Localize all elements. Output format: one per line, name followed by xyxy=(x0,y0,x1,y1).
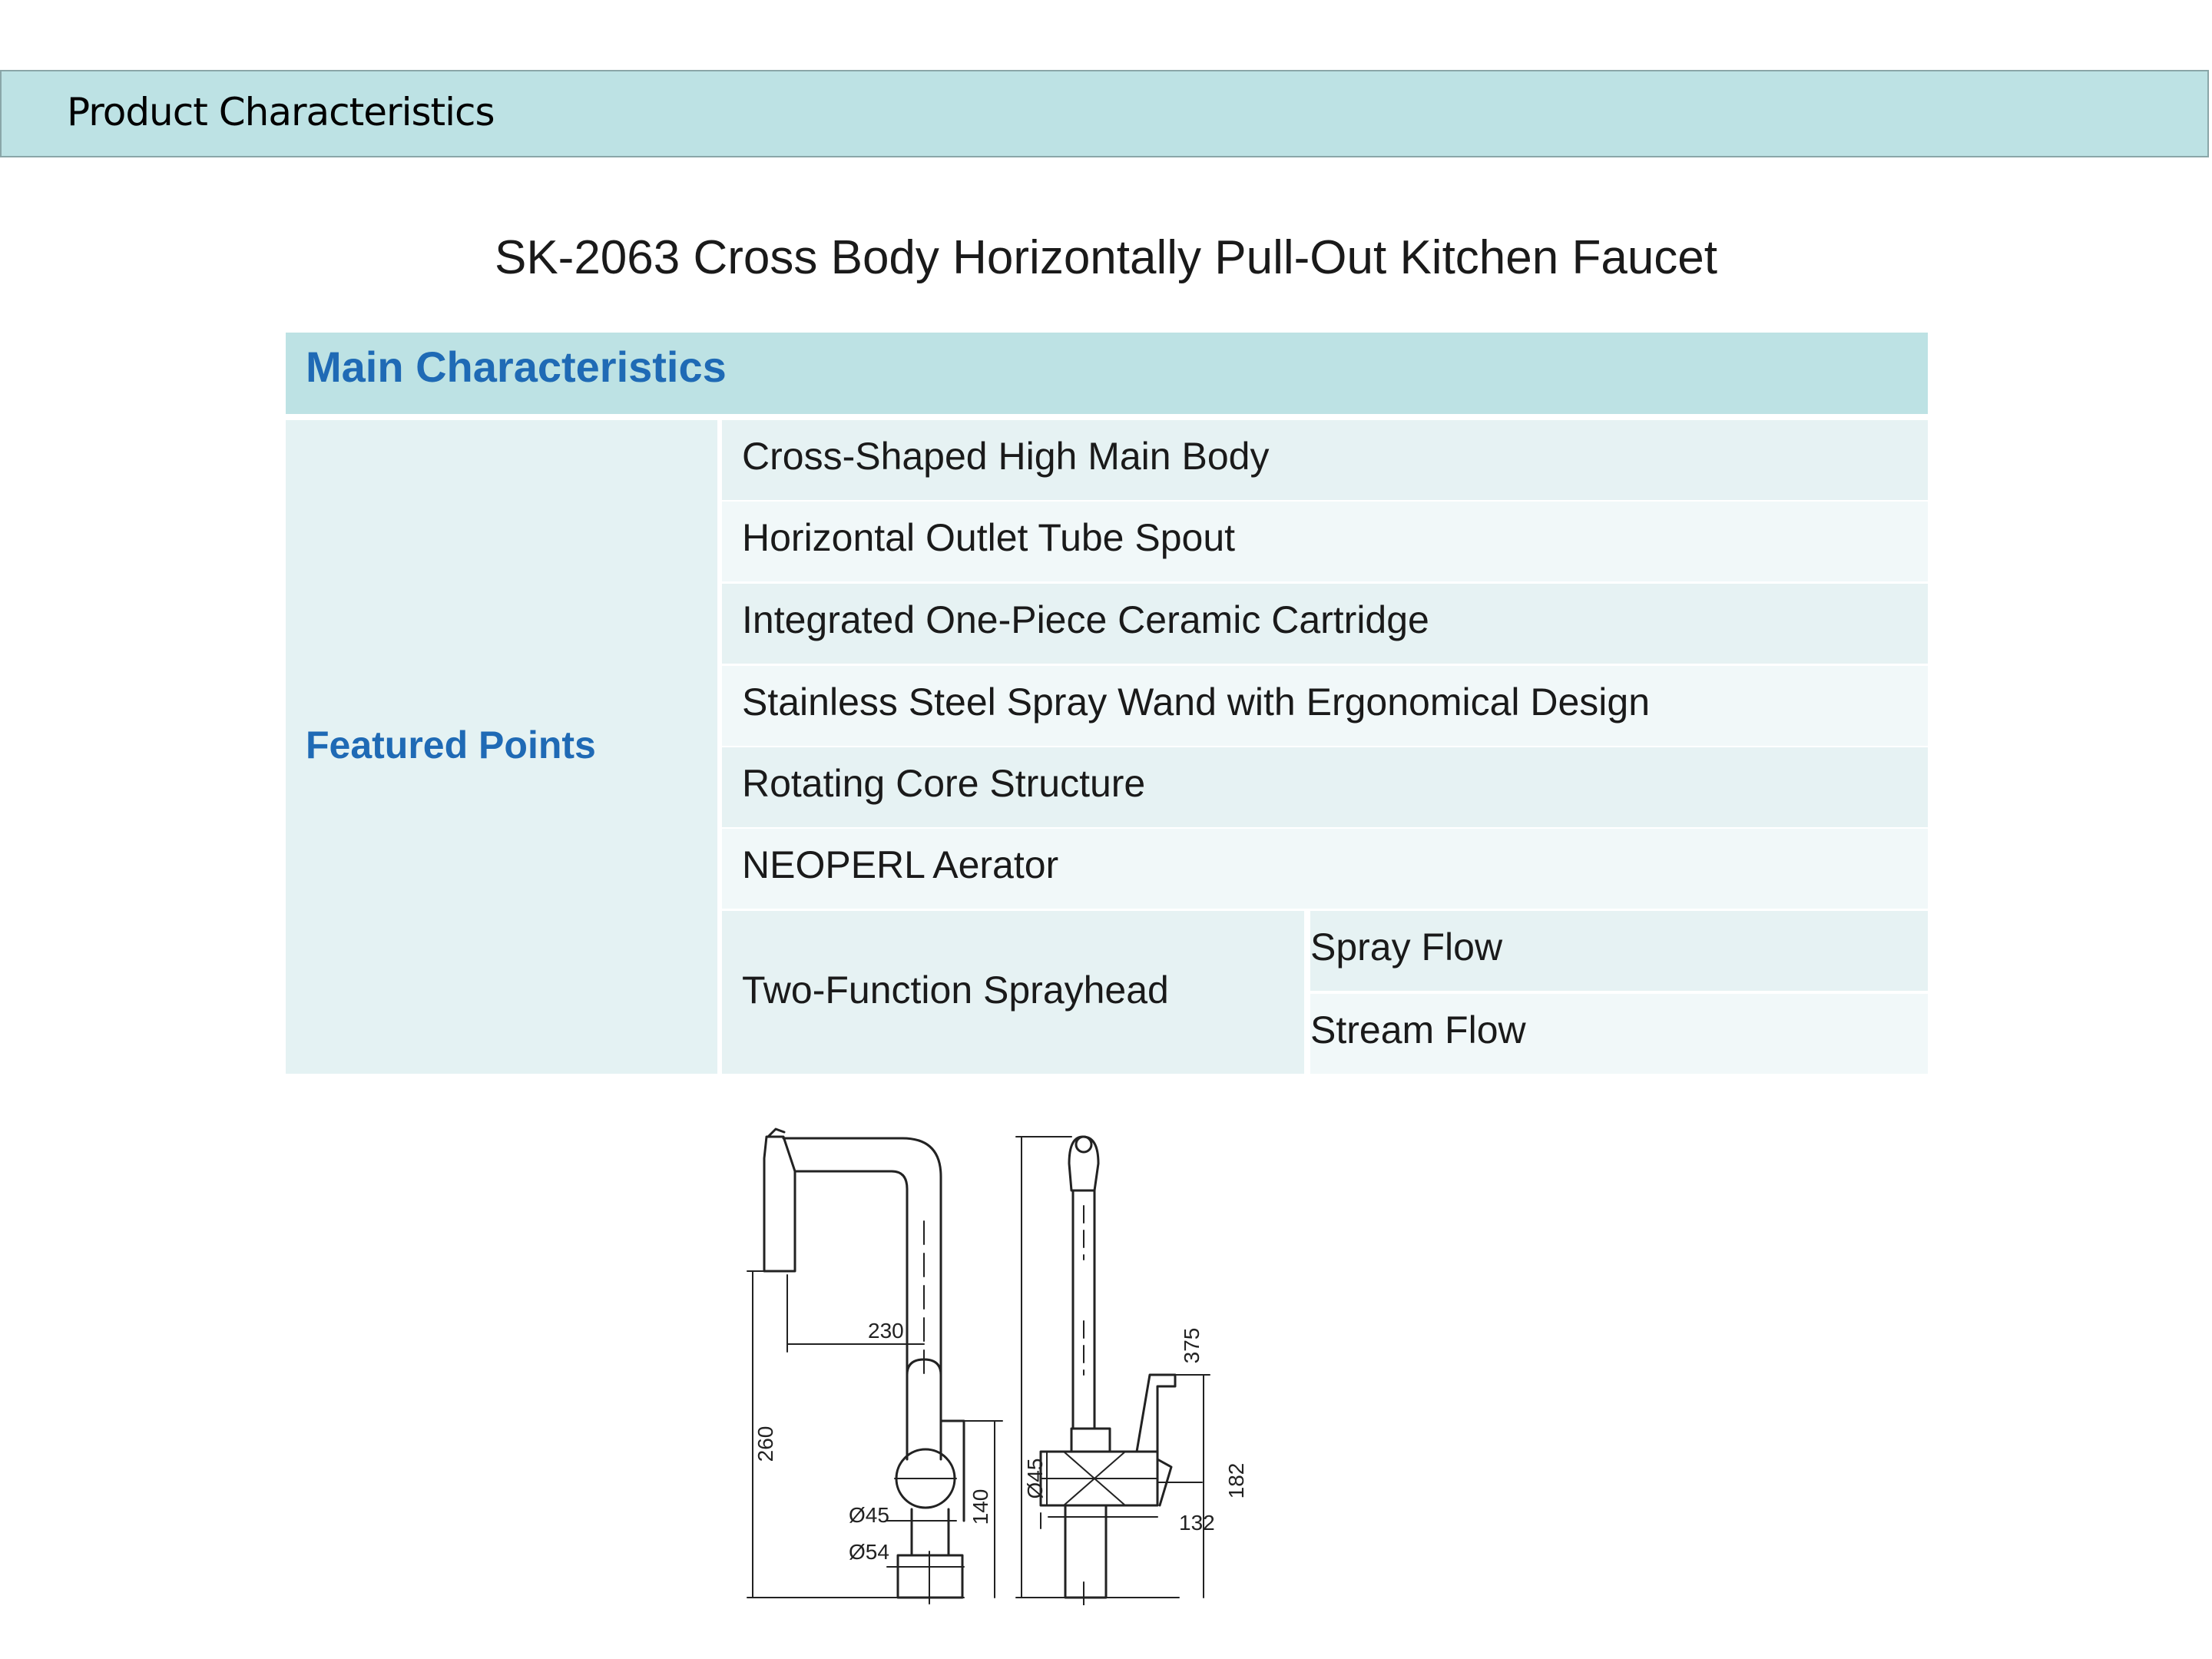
main-characteristics-header: Main Characteristics xyxy=(286,333,1928,414)
dimension-handle-height: 140 xyxy=(969,1489,992,1525)
table-row: Rotating Core Structure xyxy=(722,747,1928,827)
table-row: Stainless Steel Spray Wand with Ergonomi… xyxy=(722,666,1928,746)
table-cell: Integrated One-Piece Ceramic Cartridge xyxy=(742,598,1429,641)
dimension-total-height: 375 xyxy=(1180,1328,1204,1364)
table-row: Integrated One-Piece Ceramic Cartridge xyxy=(722,584,1928,664)
featured-points-label: Featured Points xyxy=(306,724,596,767)
table-row: NEOPERL Aerator xyxy=(722,829,1928,909)
dimension-reach: 230 xyxy=(868,1319,904,1343)
table-cell: Stainless Steel Spray Wand with Ergonomi… xyxy=(742,680,1651,724)
faucet-technical-drawing: 230 260 140 Ø45 Ø54 375 Ø45 132 182 xyxy=(747,1128,1248,1605)
sprayhead-option-row: Stream Flow xyxy=(1310,994,1928,1074)
dimension-body-diameter: Ø45 xyxy=(849,1503,889,1527)
section-header-title: Product Characteristics xyxy=(67,90,495,134)
front-view-outline xyxy=(763,1128,965,1604)
sprayhead-cell: Two-Function Sprayhead xyxy=(722,911,1304,1074)
dimension-handle-reach: 132 xyxy=(1179,1511,1215,1535)
side-view-outline xyxy=(1039,1135,1177,1605)
featured-points-cell: Featured Points xyxy=(286,420,717,1074)
sprayhead-option-row: Spray Flow xyxy=(1310,911,1928,991)
sprayhead-option: Spray Flow xyxy=(1310,926,1503,969)
dimension-side-diameter: Ø45 xyxy=(1023,1459,1047,1499)
sprayhead-option: Stream Flow xyxy=(1310,1008,1526,1051)
characteristics-table: Main Characteristics Featured Points Cro… xyxy=(286,333,1928,1074)
dimension-spout-height: 260 xyxy=(753,1426,777,1462)
table-row: Horizontal Outlet Tube Spout xyxy=(722,502,1928,581)
table-cell: Cross-Shaped High Main Body xyxy=(742,435,1270,478)
sprayhead-label: Two-Function Sprayhead xyxy=(742,969,1169,1012)
section-header-bar: Product Characteristics xyxy=(0,70,2209,157)
product-title: SK-2063 Cross Body Horizontally Pull-Out… xyxy=(494,231,1718,284)
main-characteristics-title: Main Characteristics xyxy=(306,343,727,391)
table-cell: NEOPERL Aerator xyxy=(742,843,1059,886)
table-row: Cross-Shaped High Main Body xyxy=(722,420,1928,500)
table-cell: Horizontal Outlet Tube Spout xyxy=(742,516,1236,559)
dimension-side-height: 182 xyxy=(1224,1463,1248,1499)
table-cell: Rotating Core Structure xyxy=(742,762,1146,805)
dimension-base-diameter: Ø54 xyxy=(849,1540,889,1564)
